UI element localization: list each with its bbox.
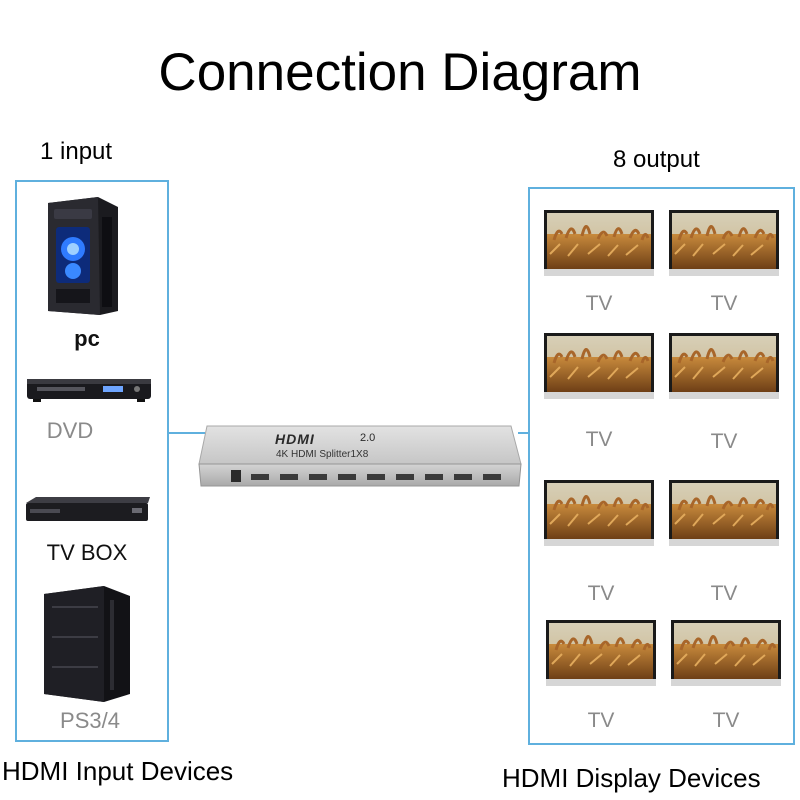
tv-label: TV <box>585 292 613 315</box>
pc-tower-icon <box>48 197 118 315</box>
ps-console-icon <box>44 586 130 702</box>
tv-screen-icon <box>544 333 654 399</box>
caption-input-devices: HDMI Input Devices <box>2 756 234 786</box>
input-header: 1 input <box>40 138 113 165</box>
tv-screen-icon <box>546 620 656 686</box>
tv-screen-icon <box>669 333 779 399</box>
device-label-dvd: DVD <box>46 418 94 443</box>
device-label-pc: pc <box>74 326 100 351</box>
tv-label: TV <box>710 582 738 605</box>
splitter-model: 4K HDMI Splitter1X8 <box>276 449 369 460</box>
page-title: Connection Diagram <box>158 43 642 102</box>
splitter-version: 2.0 <box>360 432 376 444</box>
tv-label: TV <box>710 292 738 315</box>
tv-label: TV <box>587 709 615 732</box>
caption-display-devices: HDMI Display Devices <box>502 763 761 793</box>
tv-screen-icon <box>669 480 779 546</box>
device-label-ps: PS3/4 <box>60 708 120 733</box>
dvd-player-icon <box>27 379 151 402</box>
device-label-tv-box: TV BOX <box>46 540 128 565</box>
output-header: 8 output <box>613 146 700 173</box>
tv-screen-icon <box>671 620 781 686</box>
tv-screen-icon <box>544 480 654 546</box>
tv-label: TV <box>585 428 613 451</box>
output-devices-frame <box>528 187 795 745</box>
tv-label: TV <box>712 709 740 732</box>
input-devices-frame <box>15 180 169 742</box>
tv-box-icon <box>26 497 150 521</box>
tv-label: TV <box>587 582 615 605</box>
tv-label: TV <box>710 430 738 453</box>
hdmi-splitter-icon <box>198 425 522 487</box>
tv-screen-icon <box>544 210 654 276</box>
tv-screen-icon <box>669 210 779 276</box>
splitter-brand: HDMI <box>275 431 315 447</box>
